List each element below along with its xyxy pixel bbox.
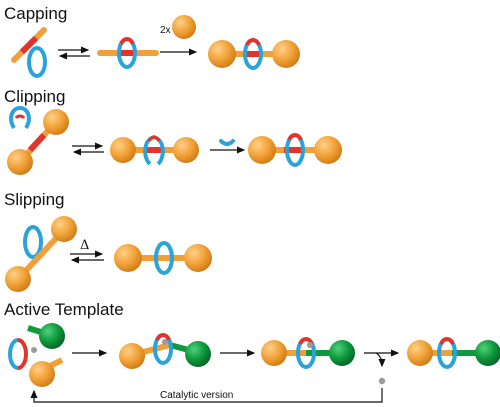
released-catalyst-dot	[378, 377, 386, 385]
capping-rotaxane	[208, 38, 300, 70]
clipping-rotaxane	[248, 133, 342, 167]
slipping-reactants	[5, 216, 77, 292]
active-template-rotaxane	[407, 337, 500, 369]
clipping-reactants	[7, 105, 69, 175]
stopper-ball	[172, 15, 196, 39]
section-title-clipping: Clipping	[4, 87, 65, 106]
clip-reagent-icon	[219, 139, 235, 146]
slipping-rotaxane	[114, 241, 212, 275]
active-template-row: Catalytic version	[8, 323, 500, 403]
clipping-arrow	[210, 139, 246, 154]
capping-arrow: 2x	[160, 15, 198, 56]
clipping-equilibrium-arrow	[72, 142, 104, 156]
section-title-capping: Capping	[4, 4, 67, 23]
capping-row: 2x	[11, 15, 300, 78]
slipping-equilibrium-arrow: Δ	[70, 238, 104, 264]
two-x-label: 2x	[160, 25, 171, 36]
section-title-slipping: Slipping	[4, 190, 65, 209]
active-template-arrow-3	[364, 349, 400, 385]
section-title-active-template: Active Template	[4, 300, 124, 319]
active-template-reactants	[8, 323, 65, 387]
active-template-intermediate	[119, 333, 211, 369]
capping-reactants	[11, 27, 47, 78]
clipping-row	[7, 105, 342, 175]
slipping-row: Δ	[5, 216, 212, 292]
catalyst-dot	[31, 347, 37, 353]
capping-pseudorotaxane	[97, 37, 159, 69]
delta-label: Δ	[80, 238, 89, 253]
active-template-catalyst-bound	[261, 337, 355, 369]
capping-equilibrium-arrow	[58, 46, 90, 60]
catalytic-version-label: Catalytic version	[160, 390, 233, 401]
catalytic-loop-arrow: Catalytic version	[30, 388, 383, 403]
clipping-intermediate	[110, 134, 199, 166]
